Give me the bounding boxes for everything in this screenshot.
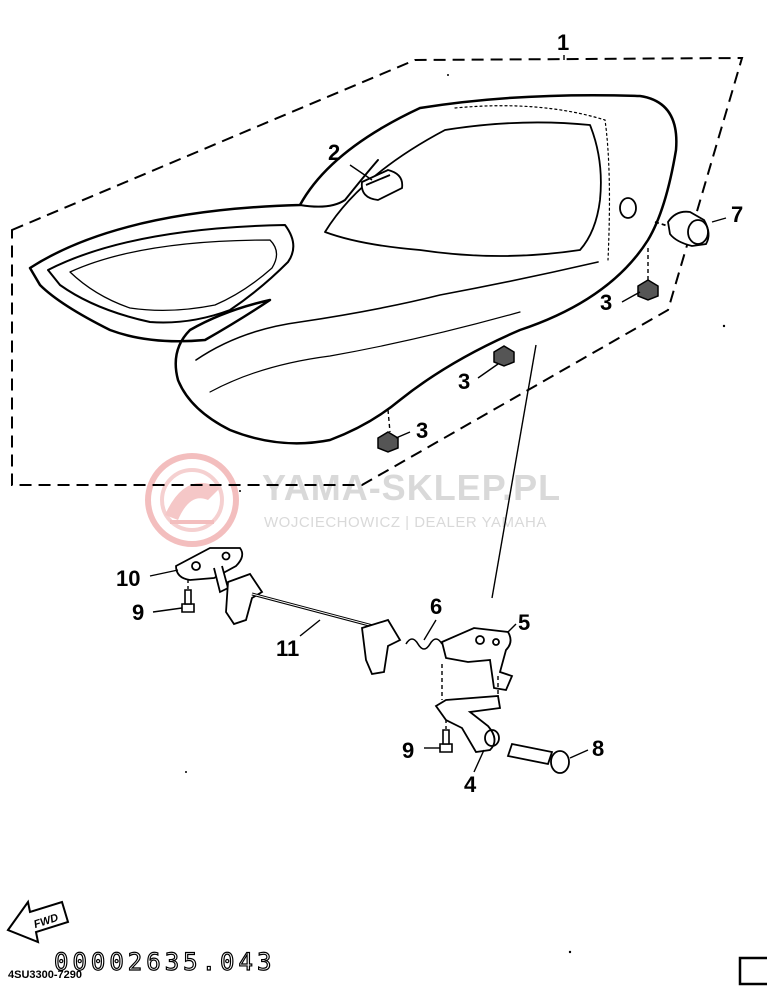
part-10-bracket <box>175 547 244 594</box>
callout-7: 7 <box>731 202 743 227</box>
watermark-brand: YAMA-SKLEP.PL <box>262 467 561 508</box>
part-7-lock <box>654 210 710 247</box>
serial-number: 00002635.043 <box>54 948 275 976</box>
seat <box>28 93 678 445</box>
callout-8: 8 <box>592 736 604 761</box>
callout-labels: 1 2 7 3 3 3 10 9 11 6 5 9 8 4 <box>116 30 743 797</box>
part-9-bolt-upper <box>181 589 195 613</box>
callout-1: 1 <box>557 30 569 55</box>
part-3-damper-c <box>377 431 399 453</box>
part-9-bolt-lower <box>439 729 453 753</box>
scan-specks <box>185 74 726 954</box>
watermark: YAMA-SKLEP.PL WOJCIECHOWICZ | DEALER YAM… <box>145 453 561 547</box>
part-3-damper-a <box>637 279 659 301</box>
callout-3-middle: 3 <box>458 369 470 394</box>
corner-box <box>738 956 767 986</box>
leader-lines <box>149 55 727 773</box>
callout-9-lower: 9 <box>402 738 414 763</box>
callout-3-lower: 3 <box>416 418 428 443</box>
callout-9-upper: 9 <box>132 600 144 625</box>
callout-11: 11 <box>276 636 299 661</box>
watermark-logo <box>145 453 239 547</box>
callout-10: 10 <box>116 566 140 591</box>
fwd-arrow-icon: FWD <box>6 899 70 944</box>
part-5-latch <box>440 627 514 692</box>
part-8-pin <box>506 742 570 774</box>
callout-5: 5 <box>518 610 530 635</box>
part-4-stay <box>434 695 502 753</box>
part-11-lever-rod <box>225 572 402 676</box>
assembly-boundary <box>11 56 744 486</box>
callout-6: 6 <box>430 594 442 619</box>
watermark-subline: WOJCIECHOWICZ | DEALER YAMAHA <box>264 514 547 531</box>
part-3-damper-b <box>493 345 515 367</box>
callout-4: 4 <box>464 772 477 797</box>
part-2-clip <box>360 169 404 201</box>
callout-2: 2 <box>328 140 340 165</box>
part-6-spring <box>405 638 443 650</box>
callout-3-upper: 3 <box>600 290 612 315</box>
drawing-code: 4SU3300-7290 <box>8 969 82 981</box>
